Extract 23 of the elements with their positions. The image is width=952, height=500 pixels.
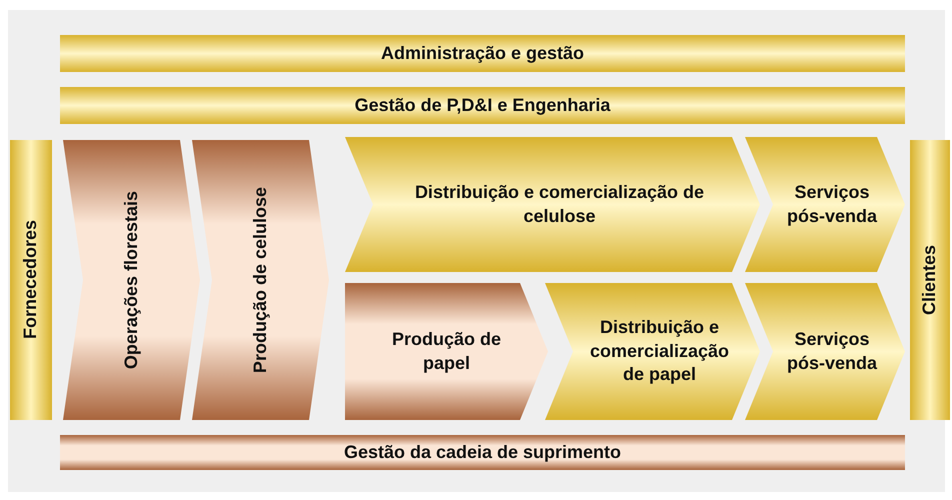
stage-label: Serviços pós-venda — [786, 328, 878, 375]
support-bar — [60, 35, 905, 72]
support-bar — [60, 87, 905, 124]
process-stage — [745, 137, 905, 272]
stage-label: Administração e gestão — [380, 42, 584, 65]
stage-label: Gestão de P,D&I e Engenharia — [354, 94, 610, 117]
stage-label: Fornecedores — [19, 220, 42, 340]
stage-label: Produção de papel — [390, 328, 502, 375]
process-stage — [63, 140, 200, 420]
process-stage — [745, 283, 905, 420]
stage-label: Gestão da cadeia de suprimento — [344, 440, 622, 464]
stage-label: Produção de celulose — [248, 186, 271, 374]
process-stage — [192, 140, 329, 420]
side-bar — [10, 140, 52, 420]
support-bar — [60, 435, 905, 470]
stage-label: Distribuição e comercialização de celulose — [414, 181, 706, 228]
stage-label: Operações florestais — [120, 190, 142, 370]
process-stage — [345, 283, 548, 420]
stage-label: Serviços pós-venda — [786, 181, 878, 228]
process-stage — [545, 283, 760, 420]
stage-label: Clientes — [918, 244, 940, 316]
side-bar — [910, 140, 950, 420]
stage-label: Distribuição e comercialização de papel — [588, 316, 730, 386]
